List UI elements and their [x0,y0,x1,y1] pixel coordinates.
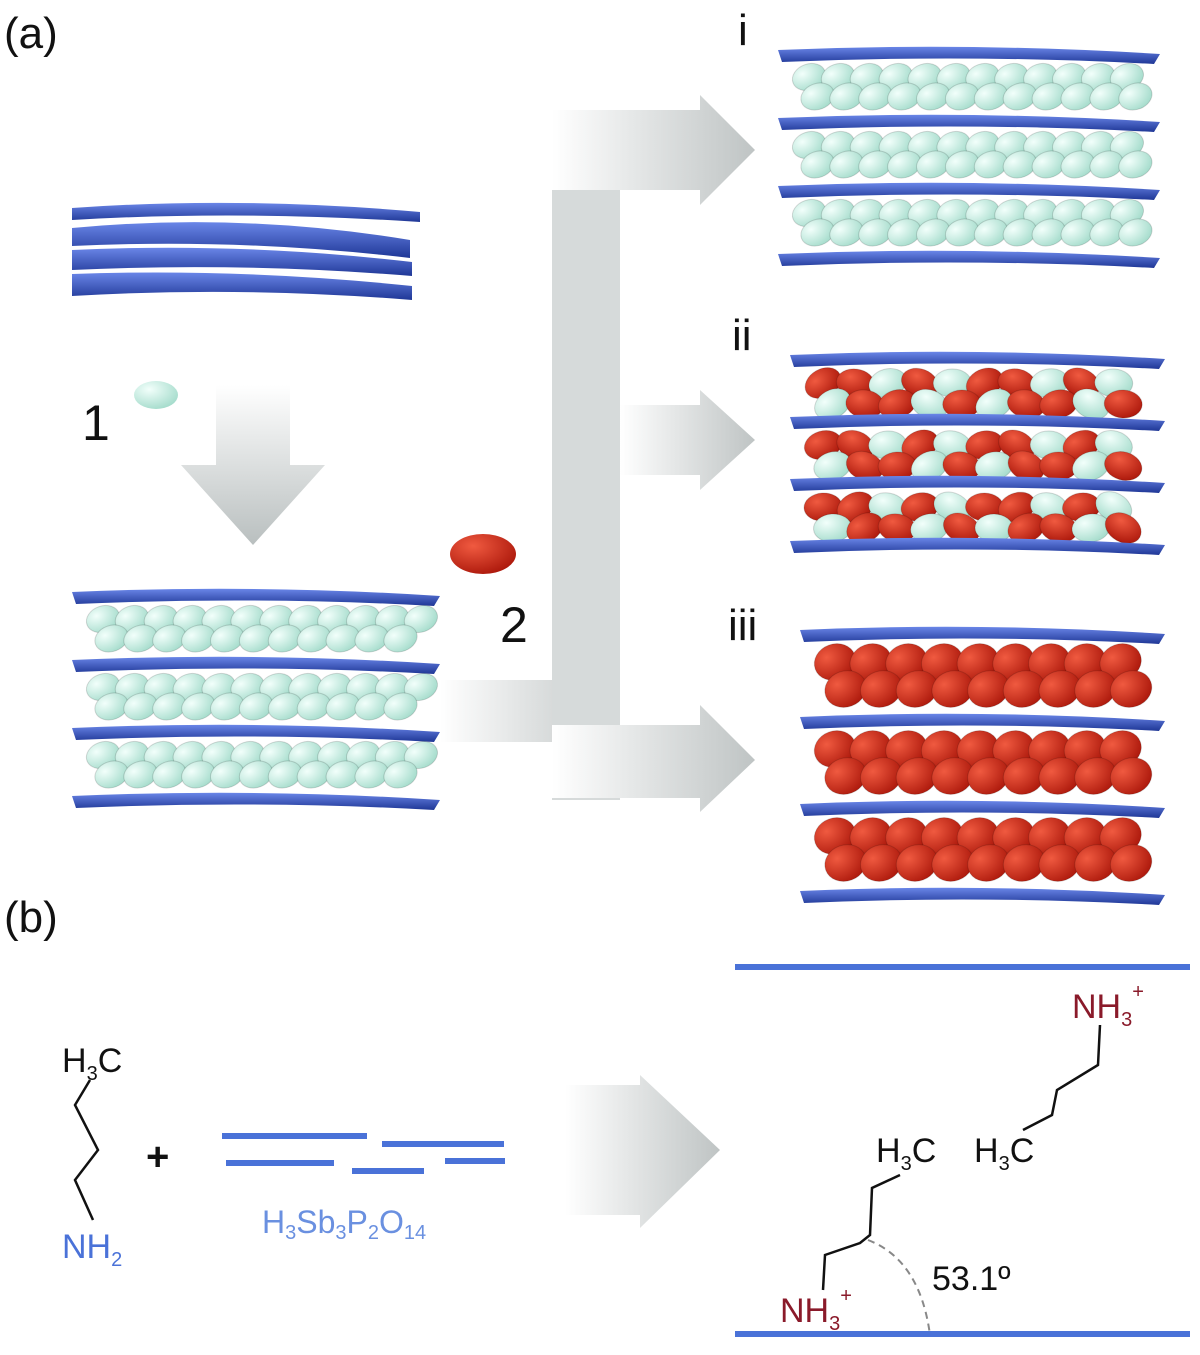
guest-1-molecule [403,604,438,634]
host-sheet [800,626,1165,644]
guest-2-molecule-icon [450,534,516,574]
host-formula-label: H3Sb3P2O14 [262,1204,426,1244]
outcome-ii-stack [790,351,1165,555]
host-sheet [790,413,1165,431]
pristine-host-stack [72,202,420,300]
upper-ch3-label: H3C [974,1132,1034,1175]
guest-1-molecule [403,672,438,702]
guest-2-molecule [1109,670,1153,708]
host-sheet [72,272,412,300]
host-sheet [800,887,1165,905]
guest-2-molecule [1109,844,1153,882]
host-sheet [72,724,440,742]
panel-b-label: (b) [4,893,58,942]
host-sheet [778,250,1160,268]
host-sheet [790,537,1165,555]
guest-1-molecule [383,760,418,789]
guest-1-molecule [1118,82,1153,111]
guest-2-molecule [1104,512,1142,544]
host-sheet [778,46,1160,64]
guest-1-molecule-icon [134,381,178,409]
host-sheet [778,114,1160,132]
lower-nh3-label: NH3+ [780,1285,852,1335]
outcome-i-stack [778,46,1160,268]
host-sheet [72,588,440,606]
guest-2-molecule [1103,389,1143,419]
upper-host-layer [735,964,1190,970]
host-sheet [72,222,410,258]
step-1-label: 1 [82,395,110,451]
nh2-group-label: NH2 [62,1228,122,1271]
guest-1-intercalated-stack [72,588,440,810]
upper-butyl-chain [1022,1024,1102,1132]
lower-host-layer [735,1331,1190,1337]
down-arrow-icon [181,385,325,545]
outcome-ii-label: ii [732,311,752,360]
upper-nh3-label: NH3+ [1072,981,1144,1031]
host-sheet [800,713,1165,731]
guest-1-molecule [1118,150,1153,179]
guest-2-molecule [1104,451,1143,481]
guest-1-molecule [383,624,418,653]
host-sheet [800,800,1165,818]
host-sheets-schematic [222,1133,505,1174]
host-sheet [790,351,1165,369]
guest-1-molecule [1072,388,1110,420]
host-sheet [790,475,1165,493]
host-sheet [72,656,440,674]
branching-arrow-icon [440,95,755,812]
lower-butyl-chain [821,1173,901,1291]
outcome-iii-stack [800,626,1165,905]
outcome-iii-label: iii [728,601,757,650]
guest-2-molecule [1109,757,1153,795]
panel-a-label: (a) [4,9,58,58]
guest-1-molecule [383,692,418,721]
butylamine-structure: H3C NH2 [62,1042,122,1271]
reaction-arrow-icon [565,1075,720,1228]
tilt-angle-arc [867,1239,931,1336]
guest-1-molecule [403,740,438,770]
host-sheet [72,792,440,810]
step-2-label: 2 [500,597,528,653]
ch3-group-label: H3C [62,1042,122,1085]
host-sheet [72,202,420,222]
host-sheet [778,182,1160,200]
lower-ch3-label: H3C [876,1132,936,1175]
host-sheet [72,247,412,276]
plus-sign: + [146,1135,169,1179]
outcome-i-label: i [738,6,748,55]
guest-1-molecule [1118,218,1153,247]
guest-1-molecule [974,513,1014,543]
tilt-angle-label: 53.1º [932,1260,1011,1298]
